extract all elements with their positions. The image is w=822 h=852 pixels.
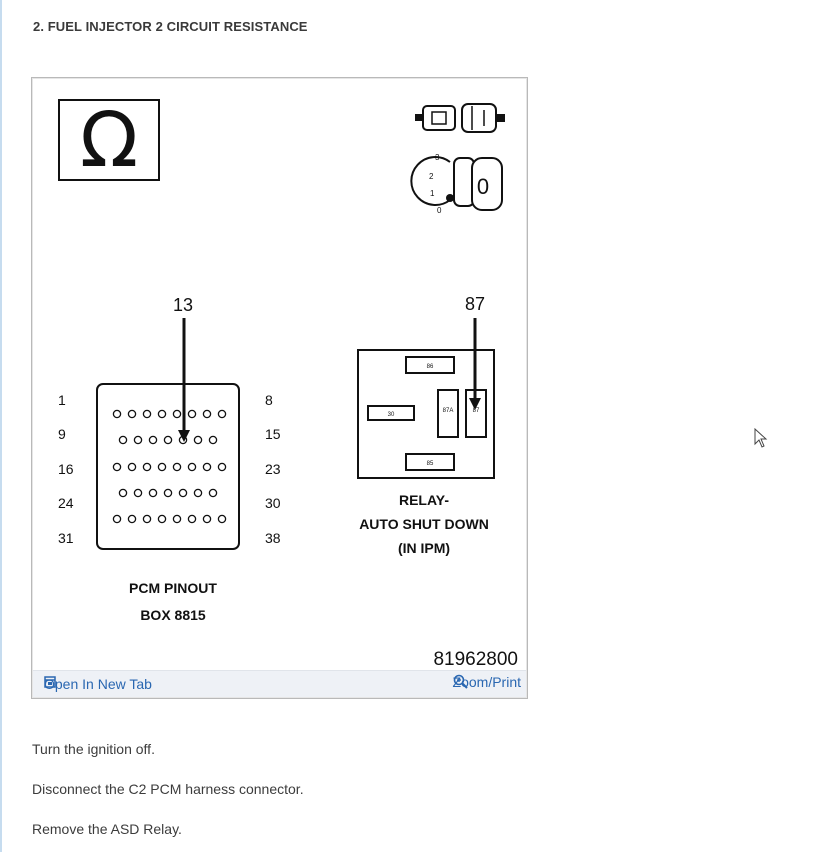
figure-toolbar: Open In New Tab Zoom/Print [33, 670, 526, 697]
pcm-right-label: 8 [265, 392, 273, 408]
pcm-pin [127, 514, 137, 524]
pcm-pin [217, 514, 227, 524]
relay-caption: RELAY- [399, 492, 449, 508]
zoom-print-link[interactable]: Zoom/Print [453, 674, 521, 690]
pcm-caption: BOX 8815 [140, 607, 206, 623]
relay-caption: AUTO SHUT DOWN [359, 516, 489, 532]
pcm-pin [202, 462, 212, 472]
pcm-left-label: 16 [58, 461, 74, 477]
pcm-pin [208, 435, 218, 445]
pcm-pin [142, 514, 152, 524]
key-position-label: 0 [477, 174, 489, 199]
pcm-left-label: 31 [58, 530, 74, 546]
svg-text:2: 2 [429, 172, 434, 181]
pcm-caption: PCM PINOUT [129, 580, 217, 596]
pcm-left-label: 24 [58, 495, 74, 511]
svg-text:87: 87 [473, 408, 480, 414]
ohm-symbol: Ω [80, 95, 138, 184]
svg-text:85: 85 [427, 461, 434, 467]
pcm-pin [142, 409, 152, 419]
instruction-step: Remove the ASD Relay. [32, 821, 182, 837]
wiring-figure: Ω 3 2 1 0 0 13 [31, 77, 528, 699]
pcm-pin [193, 488, 203, 498]
pcm-pin [127, 462, 137, 472]
svg-text:0: 0 [437, 206, 442, 215]
pcm-pin [157, 409, 167, 419]
open-new-tab-link[interactable]: Open In New Tab [44, 676, 152, 692]
pcm-pin [172, 409, 182, 419]
pcm-pin [127, 409, 137, 419]
pcm-pin [187, 514, 197, 524]
pcm-pin [202, 409, 212, 419]
instruction-step: Disconnect the C2 PCM harness connector. [32, 781, 304, 797]
pcm-pin-grid [112, 409, 227, 524]
pcm-pin [178, 488, 188, 498]
pcm-pin [217, 409, 227, 419]
pcm-pin [202, 514, 212, 524]
pcm-left-label: 9 [58, 426, 66, 442]
diagram-canvas: Ω 3 2 1 0 0 13 [58, 95, 518, 670]
pcm-pin [157, 462, 167, 472]
pcm-pin [133, 435, 143, 445]
pcm-pin [163, 488, 173, 498]
ohmmeter-icon: Ω [58, 95, 160, 184]
asd-relay: 87 86 30 87A 87 85 RELAY- AUTO SHUT DOWN… [357, 294, 495, 556]
svg-text:86: 86 [427, 364, 434, 370]
pcm-pin [163, 435, 173, 445]
pcm-pin [217, 462, 227, 472]
instruction-step: Turn the ignition off. [32, 741, 155, 757]
open-new-tab-icon [44, 676, 56, 688]
open-new-tab-label: Open In New Tab [44, 676, 152, 692]
pcm-right-label: 23 [265, 461, 281, 477]
pcm-left-label: 1 [58, 392, 66, 408]
pcm-pin [112, 462, 122, 472]
pcm-pin [172, 462, 182, 472]
pcm-pin [112, 514, 122, 524]
pcm-pin [142, 462, 152, 472]
pcm-pin [193, 435, 203, 445]
image-number: 81962800 [433, 649, 518, 670]
pcm-right-label: 15 [265, 426, 281, 442]
connector-disconnect-icon [415, 103, 505, 133]
ignition-key-icon: 3 2 1 0 0 [410, 153, 503, 215]
pcm-pin [133, 488, 143, 498]
mouse-cursor-icon [754, 428, 768, 448]
pcm-connector: 13 1 9 16 24 31 8 15 23 30 38 PCM PINOUT… [58, 295, 281, 623]
svg-text:1: 1 [430, 189, 435, 198]
svg-text:87A: 87A [443, 408, 454, 414]
left-border [0, 0, 2, 852]
relay-caption: (IN IPM) [398, 540, 450, 556]
pcm-pin [208, 488, 218, 498]
pcm-pin [118, 435, 128, 445]
svg-text:30: 30 [388, 412, 395, 418]
zoom-print-label: Zoom/Print [452, 674, 521, 690]
pcm-pin [187, 462, 197, 472]
pcm-pin [118, 488, 128, 498]
pcm-pin [148, 435, 158, 445]
pcm-pin [112, 409, 122, 419]
zoom-in-icon [453, 674, 468, 689]
pcm-pin [187, 409, 197, 419]
pcm-pin-callout: 13 [173, 295, 193, 315]
step-title: 2. FUEL INJECTOR 2 CIRCUIT RESISTANCE [33, 19, 308, 34]
pcm-pin [172, 514, 182, 524]
pcm-pin [157, 514, 167, 524]
pcm-right-label: 38 [265, 530, 281, 546]
relay-pin-callout: 87 [465, 294, 485, 314]
pcm-pin [148, 488, 158, 498]
pcm-right-label: 30 [265, 495, 281, 511]
